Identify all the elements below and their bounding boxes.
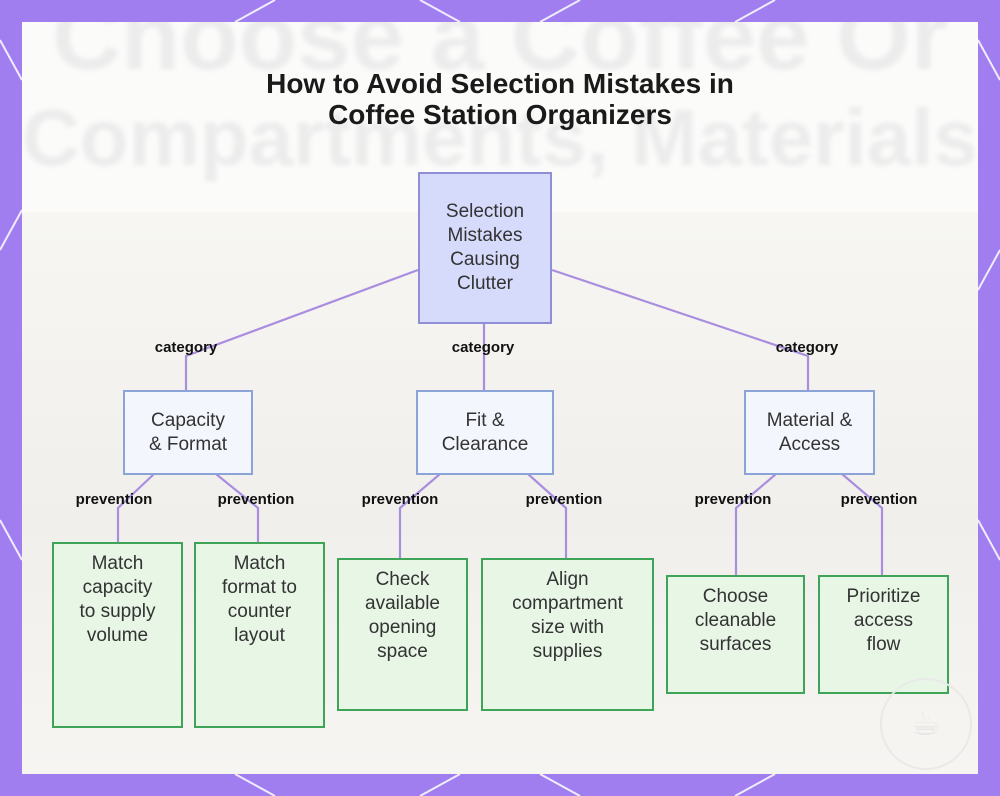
node-text-line: layout bbox=[234, 625, 285, 646]
background-text-2: Compartments, Materials & L bbox=[22, 93, 978, 182]
node-text-line: volume bbox=[86, 625, 149, 646]
node-text-line: Clutter bbox=[457, 273, 513, 294]
edge-root-material bbox=[551, 268, 810, 390]
node-text-line: size with bbox=[531, 617, 604, 638]
leaf-node-match-format: Match format to counter layout bbox=[194, 542, 325, 728]
node-text-line: & Format bbox=[148, 433, 228, 455]
node-text-line: capacity bbox=[82, 577, 153, 598]
node-text-line: compartment bbox=[512, 593, 623, 614]
category-node-fit-clearance: Fit & Clearance bbox=[416, 390, 554, 475]
leaf-node-match-capacity: Match capacity to supply volume bbox=[52, 542, 183, 728]
node-text-line: Clearance bbox=[441, 433, 529, 455]
background-text-1: Choose a Coffee Or bbox=[52, 22, 949, 90]
title-line-2: Coffee Station Organizers bbox=[328, 99, 672, 130]
edge-label-prevention: prevention bbox=[75, 491, 153, 508]
node-text-line: cleanable bbox=[694, 610, 777, 631]
node-text-line: Match bbox=[233, 553, 286, 574]
node-text-line: Mistakes bbox=[447, 225, 523, 246]
node-text-line: flow bbox=[866, 634, 901, 655]
node-text-line: to supply bbox=[79, 601, 156, 622]
edge-fit-leaf3 bbox=[398, 473, 441, 558]
edge-label-category: category bbox=[775, 339, 839, 356]
edge-label-category: category bbox=[451, 339, 515, 356]
node-text-line: surfaces bbox=[699, 634, 772, 655]
edge-material-leaf5 bbox=[734, 473, 777, 575]
edges bbox=[116, 268, 884, 575]
node-text-line: Match bbox=[91, 553, 144, 574]
node-text-line: opening bbox=[368, 617, 437, 638]
node-text-line: Causing bbox=[450, 249, 520, 270]
leaf-node-choose-cleanable: Choose cleanable surfaces bbox=[666, 575, 805, 694]
edge-fit-leaf4 bbox=[527, 473, 568, 558]
node-text-line: access bbox=[853, 610, 914, 631]
edge-root-capacity bbox=[184, 268, 419, 390]
title-line-1: How to Avoid Selection Mistakes in bbox=[266, 68, 734, 99]
node-text-line: space bbox=[377, 641, 428, 662]
diagram-title: How to Avoid Selection Mistakes in Coffe… bbox=[200, 68, 800, 130]
edge-label-category: category bbox=[154, 339, 218, 356]
node-text-line: Access bbox=[778, 433, 841, 455]
edge-label-prevention: prevention bbox=[525, 491, 603, 508]
node-text-line: Capacity bbox=[151, 409, 225, 431]
leaf-node-prioritize-access: Prioritize access flow bbox=[818, 575, 949, 694]
leaf-node-align-compartment: Align compartment size with supplies bbox=[481, 558, 654, 711]
node-text-line: Fit & bbox=[465, 409, 505, 431]
coffee-cup-icon: ☕ bbox=[880, 678, 972, 770]
node-text-line: counter bbox=[227, 601, 292, 622]
edge-capacity-leaf2 bbox=[215, 473, 260, 542]
node-text-line: Selection bbox=[445, 201, 525, 222]
edge-label-prevention: prevention bbox=[217, 491, 295, 508]
edge-label-prevention: prevention bbox=[694, 491, 772, 508]
edge-material-leaf6 bbox=[841, 473, 884, 575]
edge-label-prevention: prevention bbox=[361, 491, 439, 508]
node-text-line: available bbox=[365, 593, 440, 614]
node-text-line: Choose bbox=[702, 586, 769, 607]
edge-label-prevention: prevention bbox=[840, 491, 918, 508]
node-text-line: supplies bbox=[532, 641, 603, 662]
leaf-node-check-opening: Check available opening space bbox=[337, 558, 468, 711]
diagram-canvas: Choose a Coffee Or Compartments, Materia… bbox=[22, 22, 978, 774]
category-node-material-access: Material & Access bbox=[744, 390, 875, 475]
root-node: Selection Mistakes Causing Clutter bbox=[418, 172, 552, 324]
category-node-capacity-format: Capacity & Format bbox=[123, 390, 253, 475]
edge-capacity-leaf1 bbox=[116, 473, 155, 542]
node-text-line: Check bbox=[375, 569, 430, 590]
node-text-line: Material & bbox=[766, 409, 853, 431]
node-text-line: Prioritize bbox=[846, 586, 921, 607]
node-text-line: format to bbox=[222, 577, 297, 598]
node-text-line: Align bbox=[546, 569, 589, 590]
